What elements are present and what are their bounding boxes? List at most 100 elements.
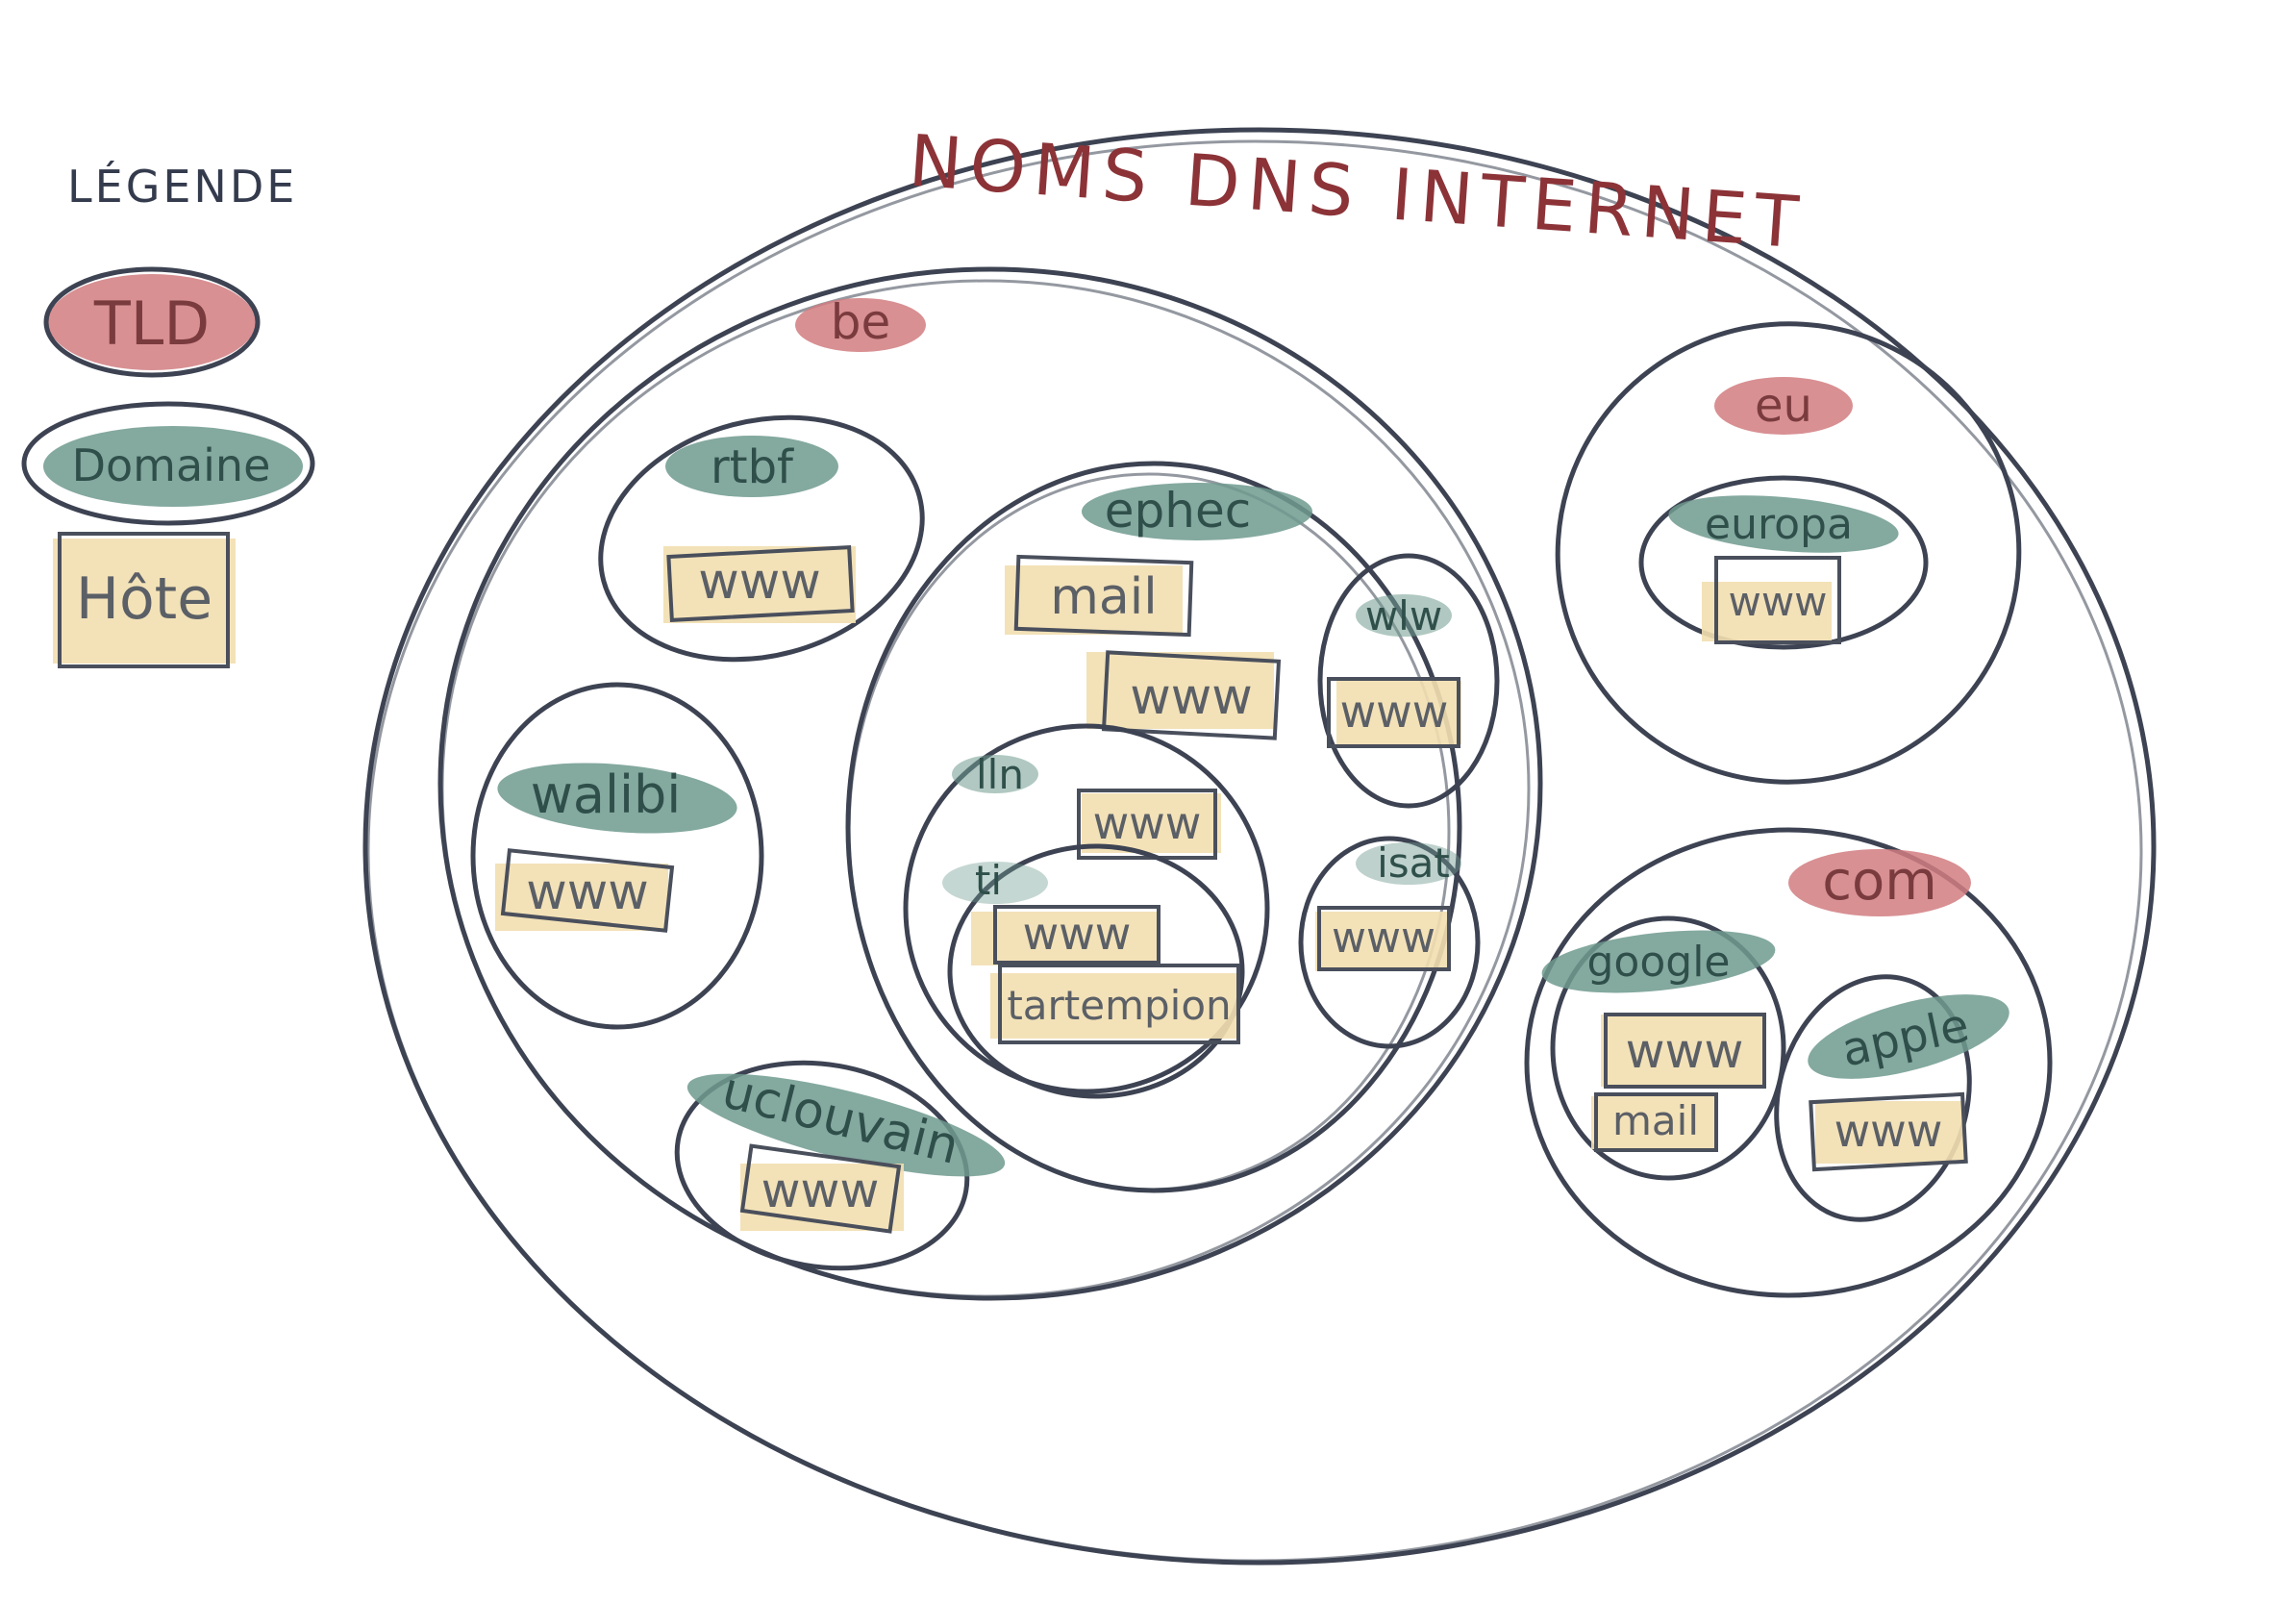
ti-www-fill [971,912,1159,965]
ephec-www-box [1101,650,1282,740]
domain-uclouvain: uclouvain www [674,1060,1006,1271]
uclouvain-www-label: www [761,1163,880,1218]
legend-host-box [58,532,230,668]
ephec-mail-fill [1005,565,1183,635]
walibi-www-fill [495,864,668,931]
google-mail-label: mail [1612,1097,1699,1144]
com-ring [1524,827,2053,1298]
lln-badge [952,755,1038,793]
uclouvain-www-box [739,1143,902,1234]
google-label: google [1587,938,1731,987]
wlw-ring [1317,553,1500,809]
uclouvain-www-fill [740,1164,904,1231]
isat-www-label: www [1332,914,1435,963]
lln-label: lln [976,751,1024,798]
ti-tartempion-label: tartempion [1007,982,1231,1029]
legend-domain: Domaine [21,401,315,526]
legend-host-swatch [53,539,236,664]
legend-title: LÉGENDE [67,161,297,213]
ti-label: ti [975,857,1002,904]
eu-tld-badge [1714,377,1853,435]
google-www-label: www [1626,1023,1744,1079]
apple-badge [1808,994,2009,1079]
domain-apple: apple www [1774,974,2009,1222]
be-tld-label: be [831,294,891,350]
europa-www-label: www [1728,578,1827,625]
rtbf-ring [598,414,925,663]
walibi-ring [470,682,764,1030]
ti-www-box [993,905,1160,965]
ephec-mail-box [1013,554,1194,638]
legend-domain-label: Domaine [72,439,271,491]
isat-www-box [1317,906,1451,971]
uclouvain-badge [686,1073,1006,1177]
google-www-box [1604,1013,1766,1089]
google-badge [1541,930,1776,993]
domain-europa: europa www [1638,475,1929,650]
legend-domain-ring [21,401,315,526]
ti-tartempion-fill [990,973,1240,1039]
zone-com: com google www mail apple www [1524,827,2053,1298]
rtbf-badge [665,436,838,497]
ti-tartempion-box [998,964,1240,1044]
walibi-badge [497,763,737,834]
ephec-mail-label: mail [1050,568,1157,626]
eu-tld-label: eu [1755,379,1812,433]
domain-rtbf: rtbf www [598,414,925,663]
walibi-www-box [500,848,675,933]
google-www-fill [1601,1015,1764,1087]
lln-www-box [1077,789,1217,860]
rtbf-www-label: www [698,553,821,611]
wlw-www-box [1327,677,1460,748]
diagram-title: NOMS DNS INTERNET [907,120,1809,265]
ti-badge [942,862,1048,904]
legend: LÉGENDE TLD Domaine Hôte [21,161,315,668]
legend-tld-label: TLD [93,288,210,359]
walibi-label: walibi [531,764,682,825]
europa-www-fill [1702,582,1832,641]
google-mail-box [1594,1092,1718,1152]
domain-google: google www mail [1541,915,1786,1181]
lln-www-label: www [1093,797,1202,849]
europa-ring [1638,475,1929,650]
lln-www-fill [1082,793,1221,853]
ephec-label: ephec [1105,483,1251,539]
lln-ring [903,723,1270,1094]
legend-host-label: Hôte [76,565,212,633]
com-tld-label: com [1822,850,1937,913]
wlw-www-fill [1336,681,1461,744]
com-tld-badge [1788,849,1971,916]
isat-label: isat [1377,840,1450,887]
google-ring [1550,915,1786,1181]
be-tld-badge [795,298,926,352]
ephec-www-fill [1086,652,1274,729]
domain-wlw: wlw www [1317,553,1500,809]
google-mail-fill [1591,1096,1716,1149]
apple-www-label: www [1834,1105,1943,1157]
legend-tld-swatch [48,274,256,370]
domain-isat: isat www [1298,836,1481,1049]
domain-ti: ti www tartempion [942,843,1245,1099]
isat-ring [1298,836,1481,1049]
ti-ring [947,843,1245,1099]
internet-ring [362,127,2157,1566]
wlw-badge [1356,594,1452,637]
europa-www-box [1714,556,1841,644]
legend-tld: TLD [43,266,261,378]
domain-ephec: ephec mail www wlw www lln [845,461,1500,1193]
domain-lln: lln www ti www tartempion [903,723,1270,1099]
ephec-www-label: www [1130,668,1253,726]
europa-badge [1668,495,1899,553]
isat-badge [1356,842,1461,885]
ti-www-label: www [1023,908,1132,960]
europa-label: europa [1705,500,1853,549]
isat-www-fill [1315,912,1450,971]
zone-eu: eu europa www [1555,321,2022,785]
wlw-label: wlw [1365,592,1442,639]
rtbf-label: rtbf [711,440,794,494]
eu-ring [1555,321,2022,785]
legend-host: Hôte [53,532,236,668]
domain-walibi: walibi www [470,682,764,1030]
legend-tld-ring [43,266,261,378]
